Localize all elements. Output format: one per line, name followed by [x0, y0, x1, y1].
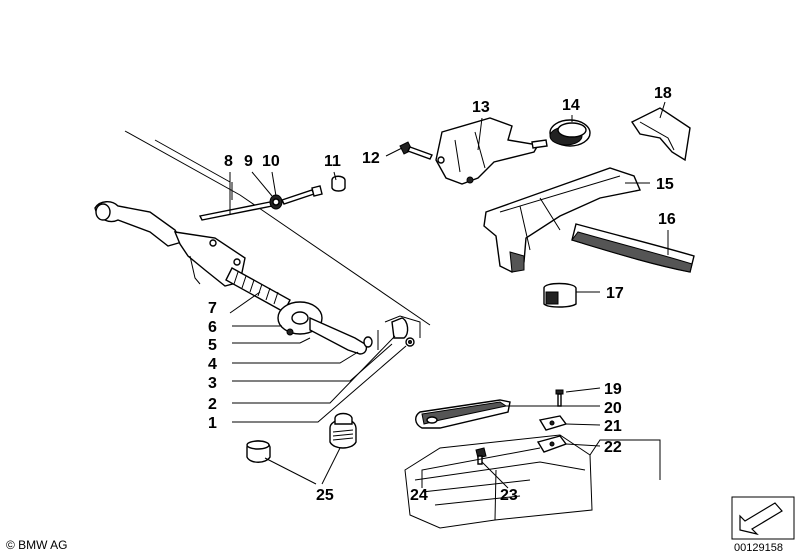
callout-9: 9 — [244, 153, 253, 170]
callout-6: 6 — [208, 319, 217, 336]
callout-18: 18 — [654, 85, 672, 102]
section-box — [377, 315, 421, 350]
torsion-bar-assembly — [94, 175, 415, 355]
callout-3: 3 — [208, 375, 217, 392]
callout-14: 14 — [562, 97, 580, 114]
callout-20: 20 — [604, 400, 622, 417]
callout-10: 10 — [262, 153, 280, 170]
callout-5: 5 — [208, 337, 217, 354]
diagram-number: 00129158 — [734, 542, 783, 554]
lower-panel — [404, 389, 661, 529]
crossmember-15 — [483, 167, 641, 273]
callout-16: 16 — [658, 211, 676, 228]
callout-8: 8 — [224, 153, 233, 170]
callout-24: 24 — [410, 487, 428, 504]
callout-4: 4 — [208, 356, 217, 373]
leader-lines — [229, 101, 669, 489]
callout-1: 1 — [208, 415, 217, 432]
callout-21: 21 — [604, 418, 622, 435]
bracket-18 — [630, 107, 691, 162]
callout-13: 13 — [472, 99, 490, 116]
callout-19: 19 — [604, 381, 622, 398]
callout-25: 25 — [316, 487, 334, 504]
callout-17: 17 — [606, 285, 624, 302]
callout-7: 7 — [208, 300, 217, 317]
rubber-mounts — [246, 412, 357, 463]
callout-labels: 7 6 5 4 3 2 1 8 9 10 11 12 13 14 18 15 1… — [208, 85, 676, 504]
orientation-arrow-icon — [731, 496, 795, 540]
callout-11: 11 — [324, 153, 341, 170]
callout-2: 2 — [208, 396, 217, 413]
copyright-text: © BMW AG — [6, 538, 68, 552]
callout-23: 23 — [500, 487, 518, 504]
bracket-assembly — [399, 117, 591, 185]
strip-16 — [571, 223, 695, 273]
callout-15: 15 — [656, 176, 674, 193]
callout-12: 12 — [362, 150, 380, 167]
clip-17 — [543, 282, 577, 308]
body-outline — [124, 130, 431, 326]
callout-22: 22 — [604, 439, 622, 456]
